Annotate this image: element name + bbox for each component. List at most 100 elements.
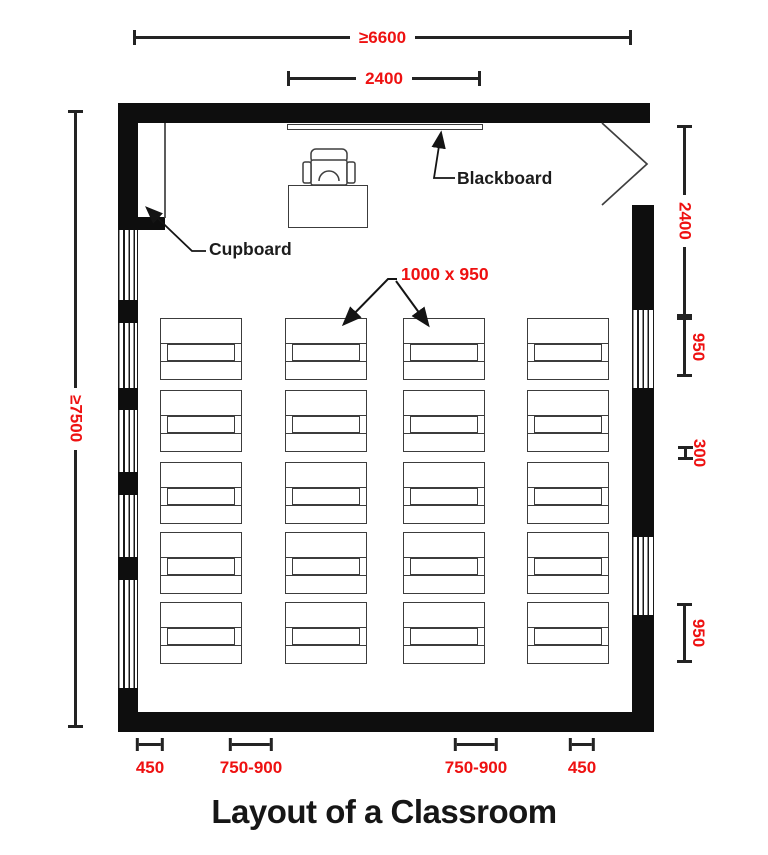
dimension-tick — [678, 457, 693, 460]
desk-frame — [160, 558, 242, 575]
dimension-first-row-desk-depth-value: 950 — [689, 332, 708, 362]
dimension-tick — [677, 660, 692, 663]
desk-chair — [292, 488, 360, 505]
desk-shelf — [527, 575, 609, 594]
desk-size-label: 1000 x 950 — [401, 264, 489, 284]
dimension-tick — [629, 30, 632, 45]
desk-chair — [292, 416, 360, 433]
desk-chair — [410, 558, 478, 575]
desk-table — [285, 462, 367, 488]
desk-shelf — [160, 575, 242, 594]
desk-chair — [167, 628, 235, 645]
chair-backrest — [310, 148, 348, 164]
student-desk-unit — [527, 602, 609, 664]
blackboard — [287, 124, 483, 130]
window-glazing — [118, 580, 138, 688]
desk-shelf — [403, 433, 485, 452]
dimension-tick — [68, 725, 83, 728]
desk-table — [527, 390, 609, 416]
teacher-desk — [288, 185, 368, 228]
desk-chair — [410, 488, 478, 505]
desk-frame — [160, 628, 242, 645]
desk-table — [160, 462, 242, 488]
cupboard-wall-stub — [118, 217, 165, 230]
desk-chair — [410, 628, 478, 645]
desk-frame — [160, 488, 242, 505]
student-desk-unit — [403, 602, 485, 664]
desk-frame — [527, 344, 609, 361]
wall-segment — [632, 205, 654, 310]
desk-table — [160, 390, 242, 416]
desk-shelf — [160, 505, 242, 524]
student-desk-unit — [160, 390, 242, 452]
door-swing-icon — [601, 122, 649, 206]
student-desk-unit — [285, 462, 367, 524]
window-glazing — [118, 227, 138, 300]
wall-segment — [632, 388, 654, 537]
wall-back — [118, 712, 654, 732]
desk-frame — [403, 628, 485, 645]
window-glazing — [118, 495, 138, 557]
desk-table — [285, 532, 367, 558]
desk-frame — [160, 344, 242, 361]
student-desk-unit — [403, 390, 485, 452]
wall-segment — [118, 103, 138, 227]
wall-segment — [118, 472, 138, 495]
desk-frame — [285, 488, 367, 505]
dimension-tick — [677, 374, 692, 377]
desk-shelf — [285, 575, 367, 594]
window-glazing — [118, 323, 138, 388]
dimension-tick — [678, 446, 693, 449]
desk-chair — [167, 558, 235, 575]
student-desk-unit — [285, 602, 367, 664]
desk-chair — [534, 488, 602, 505]
desk-shelf — [527, 505, 609, 524]
desk-shelf — [527, 361, 609, 380]
desk-frame — [285, 416, 367, 433]
desk-shelf — [403, 575, 485, 594]
dimension-right-center-aisle-value: 750-900 — [444, 758, 508, 777]
window-glazing — [632, 537, 654, 615]
student-desk-unit — [160, 532, 242, 594]
dimension-front-clearance-value: 2400 — [675, 202, 695, 240]
desk-table — [160, 602, 242, 628]
desk-shelf — [527, 433, 609, 452]
desk-table — [160, 318, 242, 344]
desk-shelf — [285, 433, 367, 452]
desk-shelf — [285, 361, 367, 380]
dimension-first-row-desk-depth: 950 — [677, 317, 708, 377]
dimension-tick — [677, 317, 692, 320]
dimension-blackboard-width: 2400 — [287, 69, 482, 88]
desk-shelf — [403, 361, 485, 380]
desk-table — [527, 318, 609, 344]
wall-left — [118, 103, 138, 732]
dimension-last-row-desk-depth-value: 950 — [689, 618, 708, 648]
dimension-left-aisle-value: 450 — [135, 758, 165, 777]
desk-chair — [167, 488, 235, 505]
cupboard-label: Cupboard — [209, 239, 292, 259]
desk-table — [285, 318, 367, 344]
chair-armrest-left — [302, 161, 312, 184]
blackboard-label: Blackboard — [457, 168, 553, 188]
desk-chair — [292, 344, 360, 361]
dimension-tick — [133, 30, 136, 45]
desk-frame — [403, 416, 485, 433]
dimension-left-center-aisle-value: 750-900 — [219, 758, 283, 777]
desk-frame — [527, 416, 609, 433]
window-glazing — [118, 410, 138, 472]
dimension-room-width: ≥6600 — [133, 28, 632, 47]
student-desk-unit — [527, 532, 609, 594]
desk-shelf — [527, 645, 609, 664]
wall-segment — [118, 300, 138, 323]
dimension-row-spacing-value: 300 — [690, 438, 709, 468]
desk-chair — [534, 628, 602, 645]
student-desk-unit — [285, 318, 367, 380]
desk-table — [403, 318, 485, 344]
dimension-tick — [677, 125, 692, 128]
desk-shelf — [160, 361, 242, 380]
dimension-left-center-aisle: 750-900 — [220, 738, 282, 778]
dimension-tick — [677, 314, 692, 318]
desk-shelf — [160, 645, 242, 664]
desk-frame — [403, 558, 485, 575]
